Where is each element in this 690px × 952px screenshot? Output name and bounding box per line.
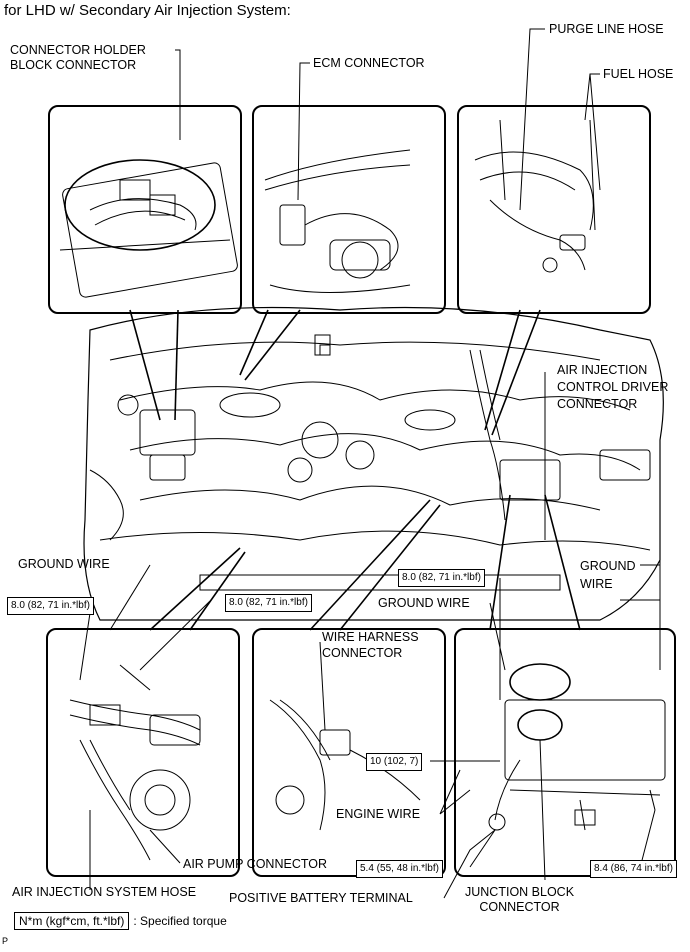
label-positive-battery-terminal: POSITIVE BATTERY TERMINAL [229, 891, 413, 905]
label-air-pump-connector: AIR PUMP CONNECTOR [183, 857, 328, 871]
torque-air-pump: 8.0 (82, 71 in.*lbf) [225, 594, 312, 612]
inset-air-pump [46, 628, 240, 877]
torque-battery-terminal: 5.4 (55, 48 in.*lbf) [356, 860, 443, 878]
inset-junction-block [454, 628, 676, 877]
label-air-injection-system-hose: AIR INJECTION SYSTEM HOSE [12, 885, 197, 899]
label-ground-wire-mid: GROUND WIRE [378, 596, 470, 610]
label-engine-wire: ENGINE WIRE [336, 807, 421, 821]
label-wire-harness-connector: WIRE HARNESS CONNECTOR [322, 630, 419, 660]
inset-ecm-connector [252, 105, 446, 314]
torque-junction: 10 (102, 7) [366, 753, 423, 771]
torque-ground-wire-left: 8.0 (82, 71 in.*lbf) [7, 597, 94, 615]
legend-text: : Specified torque [133, 914, 227, 928]
label-air-injection-driver: AIR INJECTION CONTROL DRIVER CONNECTOR [557, 363, 669, 411]
legend-unit: N*m (kgf*cm, ft.*lbf) [14, 912, 130, 930]
inset-wire-harness [252, 628, 446, 877]
label-fuel-hose: FUEL HOSE [603, 67, 674, 81]
torque-ground-wire-mid: 8.0 (82, 71 in.*lbf) [398, 569, 485, 587]
label-ecm-connector: ECM CONNECTOR [313, 56, 425, 70]
label-connector-holder: CONNECTOR HOLDER BLOCK CONNECTOR [10, 43, 146, 72]
page-title: for LHD w/ Secondary Air Injection Syste… [4, 2, 291, 19]
label-junction-block-connector: JUNCTION BLOCK CONNECTOR [465, 885, 575, 914]
label-purge-line-hose: PURGE LINE HOSE [549, 22, 664, 36]
torque-legend: N*m (kgf*cm, ft.*lbf): Specified torque [14, 912, 227, 930]
torque-ground-wire-right: 8.4 (86, 74 in.*lbf) [590, 860, 677, 878]
label-ground-wire-left: GROUND WIRE [18, 557, 110, 571]
inset-connector-holder [48, 105, 242, 314]
corner-mark: P [2, 936, 9, 946]
inset-purge-fuel-hose [457, 105, 651, 314]
label-ground-wire-right: GROUND WIRE [580, 559, 636, 591]
